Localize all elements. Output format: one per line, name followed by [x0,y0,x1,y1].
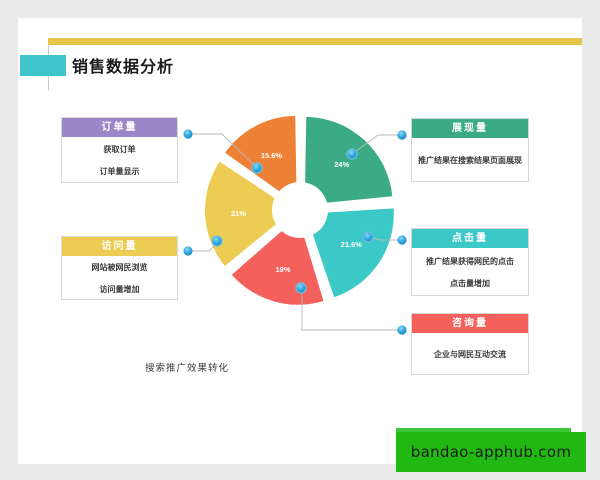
callout-clicks-line-1: 推广结果获得网民的点击 [426,256,514,266]
pie-chart: 24%21.6%19%21%15.6% [195,100,405,320]
watermark-text: bandao-apphub.com [410,443,572,461]
callout-impression[interactable]: 展现量 推广结果在搜索结果页面展现 [411,118,529,182]
callout-inquiry-body: 企业与网民互动交流 [412,333,528,375]
callout-visits-title: 访问量 [62,237,177,256]
callout-order-title: 订单量 [62,118,177,137]
callout-impression-line-1: 推广结果在搜索结果页面展现 [418,155,522,165]
pie-slice-2[interactable] [305,208,394,298]
callout-clicks[interactable]: 点击量 推广结果获得网民的点击 点击量增加 [411,228,529,296]
donut-hole [272,182,328,238]
chart-caption: 搜索推广效果转化 [145,363,230,374]
callout-visits-line-2: 访问量增加 [99,284,140,294]
callout-impression-body: 推广结果在搜索结果页面展现 [412,138,528,182]
pie-slice-1[interactable] [304,116,393,205]
callout-inquiry-title: 咨询量 [412,314,528,333]
callout-order-body: 获取订单 订单量显示 [62,137,177,183]
callout-inquiry[interactable]: 咨询量 企业与网民互动交流 [411,313,529,375]
callout-clicks-body: 推广结果获得网民的点击 点击量增加 [412,248,528,296]
callout-visits[interactable]: 访问量 网站被网民浏览 访问量增加 [61,236,178,300]
page-title: 销售数据分析 [72,59,175,76]
callout-impression-title: 展现量 [412,119,528,138]
header-rule [48,38,582,45]
watermark-accent-bar [396,428,571,434]
header-accent-square [20,55,66,76]
callout-visits-line-1: 网站被网民浏览 [91,262,148,272]
watermark-badge: bandao-apphub.com [396,432,586,472]
pie-chart-svg [205,115,394,305]
callout-order-line-1: 获取订单 [103,144,136,154]
callout-clicks-line-2: 点击量增加 [450,278,490,288]
callout-clicks-title: 点击量 [412,229,528,248]
callout-inquiry-line-1: 企业与网民互动交流 [434,349,506,359]
pie-slice-4[interactable] [205,161,294,266]
callout-order[interactable]: 订单量 获取订单 订单量显示 [61,117,178,183]
callout-order-line-2: 订单量显示 [99,166,140,176]
callout-visits-body: 网站被网民浏览 访问量增加 [62,256,177,300]
